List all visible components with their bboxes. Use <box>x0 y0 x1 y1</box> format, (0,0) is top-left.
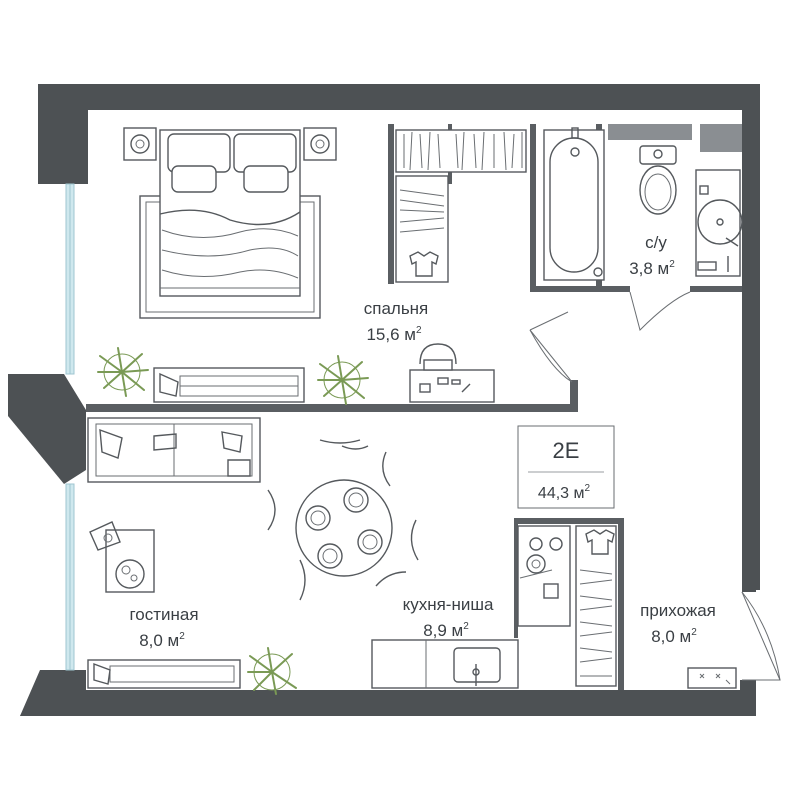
room-area: 8,0 м2 <box>139 631 185 650</box>
plant-icon <box>247 647 297 695</box>
room-name: спальня <box>364 299 429 318</box>
room-label-hallway: прихожая 8,0 м2 <box>640 601 716 646</box>
apartment-badge: 2E 44,3 м2 <box>517 425 615 509</box>
chair-icon <box>267 439 419 601</box>
room-label-bedroom: спальня 15,6 м2 <box>364 299 429 344</box>
wardrobe-icon <box>575 525 617 687</box>
sofa-icon <box>153 367 305 403</box>
dining-table-icon <box>267 439 419 601</box>
room-area: 8,9 м2 <box>423 621 469 640</box>
place-setting <box>305 487 383 569</box>
armchair-table <box>89 521 155 593</box>
sofa-icon <box>87 417 261 483</box>
room-label-bathroom: с/у 3,8 м2 <box>629 233 675 278</box>
sofa-icon <box>87 659 241 689</box>
vanity-desk <box>409 343 495 403</box>
room-name: кухня-ниша <box>403 595 494 614</box>
apartment-code: 2E <box>553 438 580 463</box>
room-area: 8,0 м2 <box>651 627 697 646</box>
shoe-rack <box>687 667 737 689</box>
room-area: 3,8 м2 <box>629 259 675 278</box>
toilet-icon <box>639 145 677 215</box>
stove-icon <box>517 525 571 627</box>
room-name: гостиная <box>129 605 198 624</box>
apartment-total-area: 44,3 м2 <box>538 483 591 502</box>
windows <box>65 183 75 671</box>
wardrobe-icon <box>395 129 527 283</box>
sink-icon <box>453 647 501 686</box>
bed-icon <box>139 129 321 319</box>
nightstand-icon <box>123 127 337 161</box>
door-swing-icon <box>529 291 781 681</box>
plant-icon <box>97 347 369 405</box>
bathtub-icon <box>543 127 605 281</box>
room-label-living: гостиная 8,0 м2 <box>129 605 198 650</box>
room-area: 15,6 м2 <box>366 325 422 344</box>
room-label-kitchen: кухня-ниша 8,9 м2 <box>403 595 494 640</box>
room-name: с/у <box>645 233 667 252</box>
room-name: прихожая <box>640 601 716 620</box>
kitchen-counter <box>371 639 519 689</box>
washbasin-icon <box>695 169 743 277</box>
